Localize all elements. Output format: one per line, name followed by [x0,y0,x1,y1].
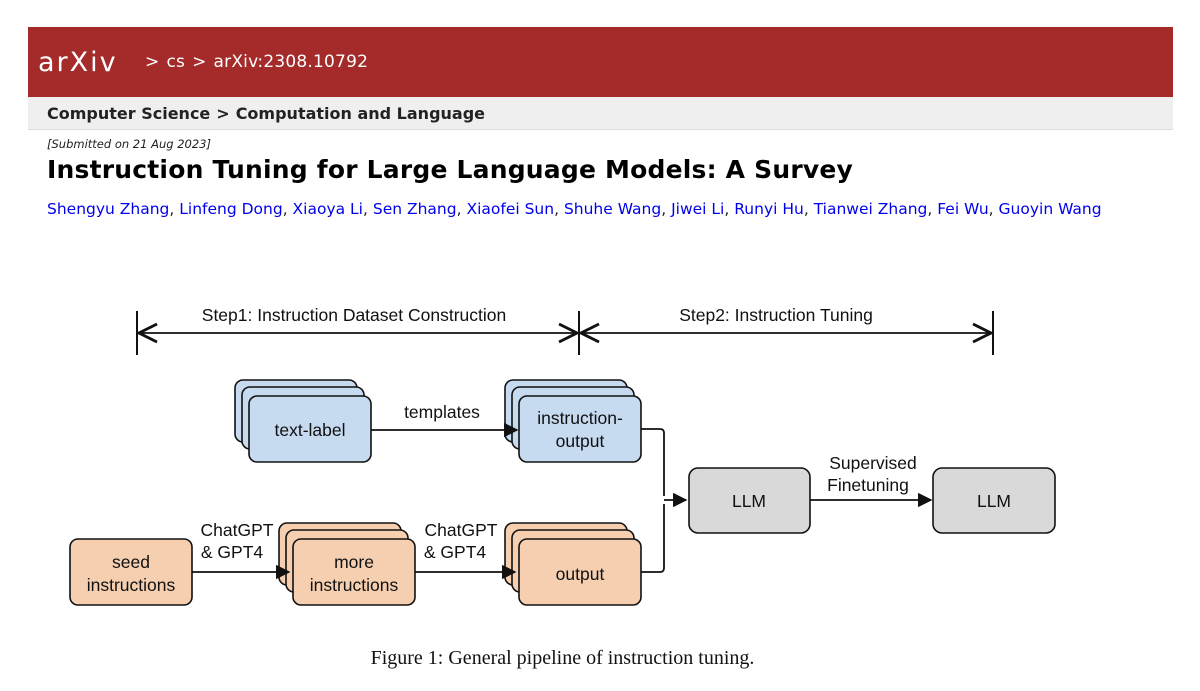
step1-label: Step1: Instruction Dataset Construction [202,305,506,325]
llm-output-box: LLM [932,467,1056,534]
breadcrumb-paper-id: arXiv:2308.10792 [213,52,369,72]
pipeline-figure: Step1: Instruction Dataset Construction … [0,280,1200,691]
supervised-line2: Finetuning [827,475,909,495]
more-instructions-line2: instructions [310,575,399,595]
chatgpt-2-line2: & GPT4 [424,542,487,562]
merge-connector-top [641,428,665,496]
author-link[interactable]: Xiaoya Li [292,200,363,218]
instruction-output-box: instruction- output [504,379,642,463]
subject-bar: Computer Science > Computation and Langu… [28,97,1173,130]
author-link[interactable]: Jiwei Li [671,200,725,218]
submission-date: [Submitted on 21 Aug 2023] [47,137,211,151]
author-link[interactable]: Shengyu Zhang [47,200,170,218]
author-link[interactable]: Tianwei Zhang [813,200,928,218]
breadcrumb-cs-link[interactable]: cs [166,52,186,72]
author-link[interactable]: Fei Wu [937,200,989,218]
author-list: Shengyu Zhang, Linfeng Dong, Xiaoya Li, … [47,200,1102,218]
chatgpt-1-line1: ChatGPT [201,520,274,540]
arxiv-header-bar: arXiv > cs > arXiv:2308.10792 [28,27,1173,97]
instruction-output-line1: instruction- [537,408,623,428]
page-title: Instruction Tuning for Large Language Mo… [47,155,854,184]
output-box: output [504,522,642,606]
llm-output-label: LLM [977,491,1011,511]
more-instructions-box: more instructions [278,522,416,606]
text-label-box: text-label [234,379,372,463]
more-instructions-line1: more [334,552,374,572]
pipeline-diagram: Step1: Instruction Dataset Construction … [69,305,1056,606]
arxiv-logo[interactable]: arXiv [36,27,132,97]
subject-separator: > [216,103,230,123]
arxiv-logo-icon: arXiv [38,47,118,78]
subject-main: Computer Science [47,103,211,123]
text-label-label: text-label [274,420,345,440]
chatgpt-2-line1: ChatGPT [425,520,498,540]
author-link[interactable]: Xiaofei Sun [466,200,555,218]
figure-caption: Figure 1: General pipeline of instructio… [370,647,755,669]
author-link[interactable]: Sen Zhang [372,200,457,218]
llm-input-label: LLM [732,491,766,511]
instruction-output-line2: output [556,431,605,451]
output-label: output [556,564,605,584]
templates-label: templates [404,402,480,422]
llm-input-box: LLM [688,467,811,534]
seed-instructions-box: seed instructions [69,538,193,606]
logo-text: arXiv [38,47,118,78]
author-link[interactable]: Guoyin Wang [998,200,1102,218]
chatgpt-1-line2: & GPT4 [201,542,264,562]
subject-sub: Computation and Language [235,103,486,123]
breadcrumb-separator: > [192,52,207,72]
seed-instructions-line1: seed [112,552,150,572]
merge-connector-bottom [641,504,665,573]
author-link[interactable]: Runyi Hu [734,200,804,218]
author-link[interactable]: Shuhe Wang [563,200,662,218]
breadcrumb: > cs > arXiv:2308.10792 [138,52,368,72]
step-markers: Step1: Instruction Dataset Construction … [136,305,994,355]
breadcrumb-separator: > [145,52,160,72]
author-link[interactable]: Linfeng Dong [179,200,283,218]
supervised-line1: Supervised [829,453,917,473]
step2-label: Step2: Instruction Tuning [679,305,873,325]
seed-instructions-line2: instructions [87,575,176,595]
